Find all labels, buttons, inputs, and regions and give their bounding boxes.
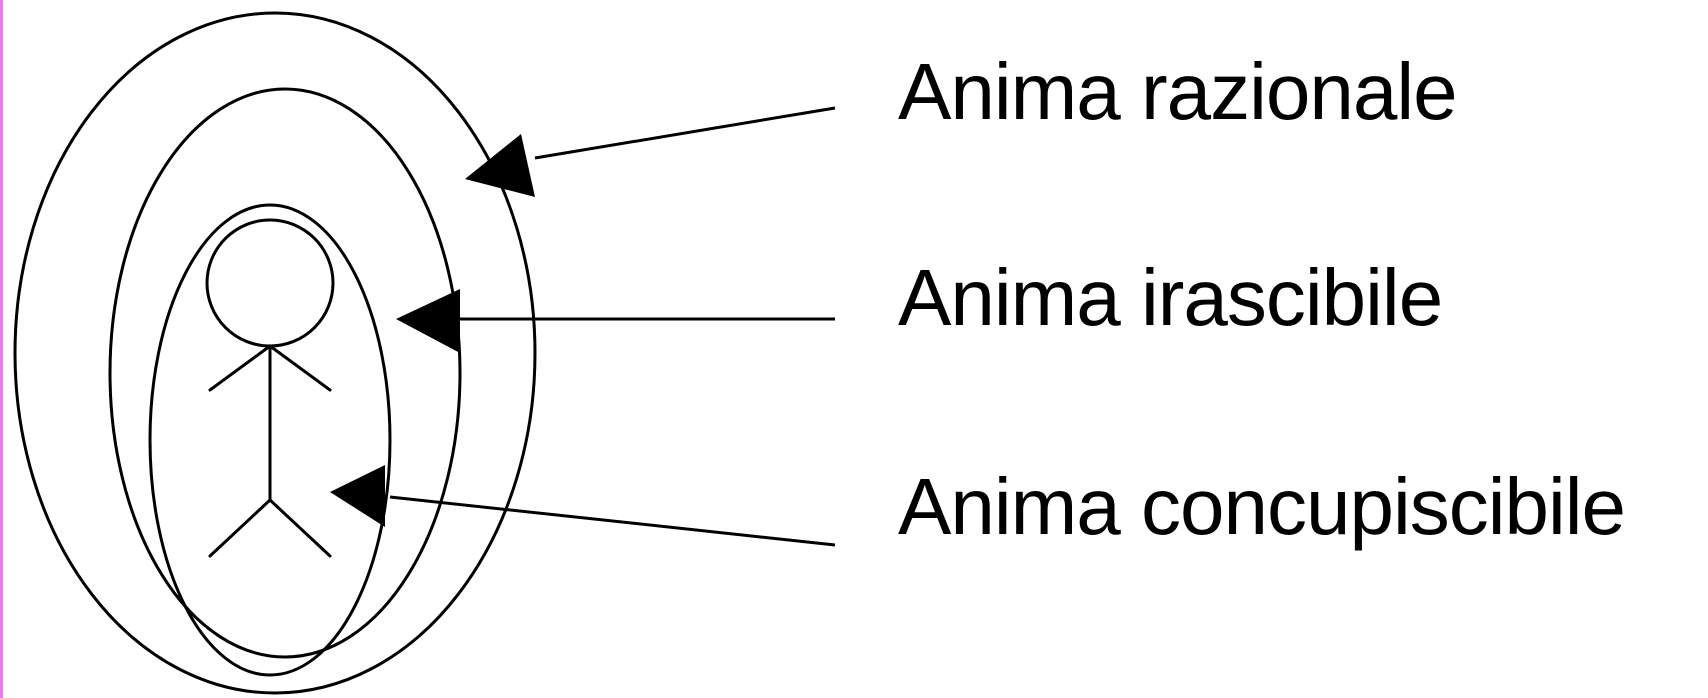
arrow-razionale [465,106,836,197]
inner-ellipse [148,203,392,677]
figure-left-arm [208,344,272,392]
arrow-concupiscibile [330,465,836,547]
figure-right-arm [268,344,332,392]
figure-head [205,218,335,348]
figure-right-leg [268,498,332,558]
label-anima-irascibile: Anima irascibile [898,253,1443,342]
label-anima-razionale: Anima razionale [898,47,1458,136]
arrow-irascibile-head [396,289,460,353]
arrow-irascibile [396,289,835,353]
outer-ellipse [13,11,537,695]
arrow-concupiscibile-shaft [389,495,836,547]
stick-figure-icon [205,218,335,558]
middle-ellipse [108,87,462,659]
arrow-razionale-shaft [534,106,836,160]
label-anima-concupiscibile: Anima concupiscibile [898,462,1626,551]
figure-left-leg [208,498,272,558]
arrow-razionale-head [465,134,535,197]
left-edge-border [0,0,3,698]
arrow-concupiscibile-head [330,465,385,527]
